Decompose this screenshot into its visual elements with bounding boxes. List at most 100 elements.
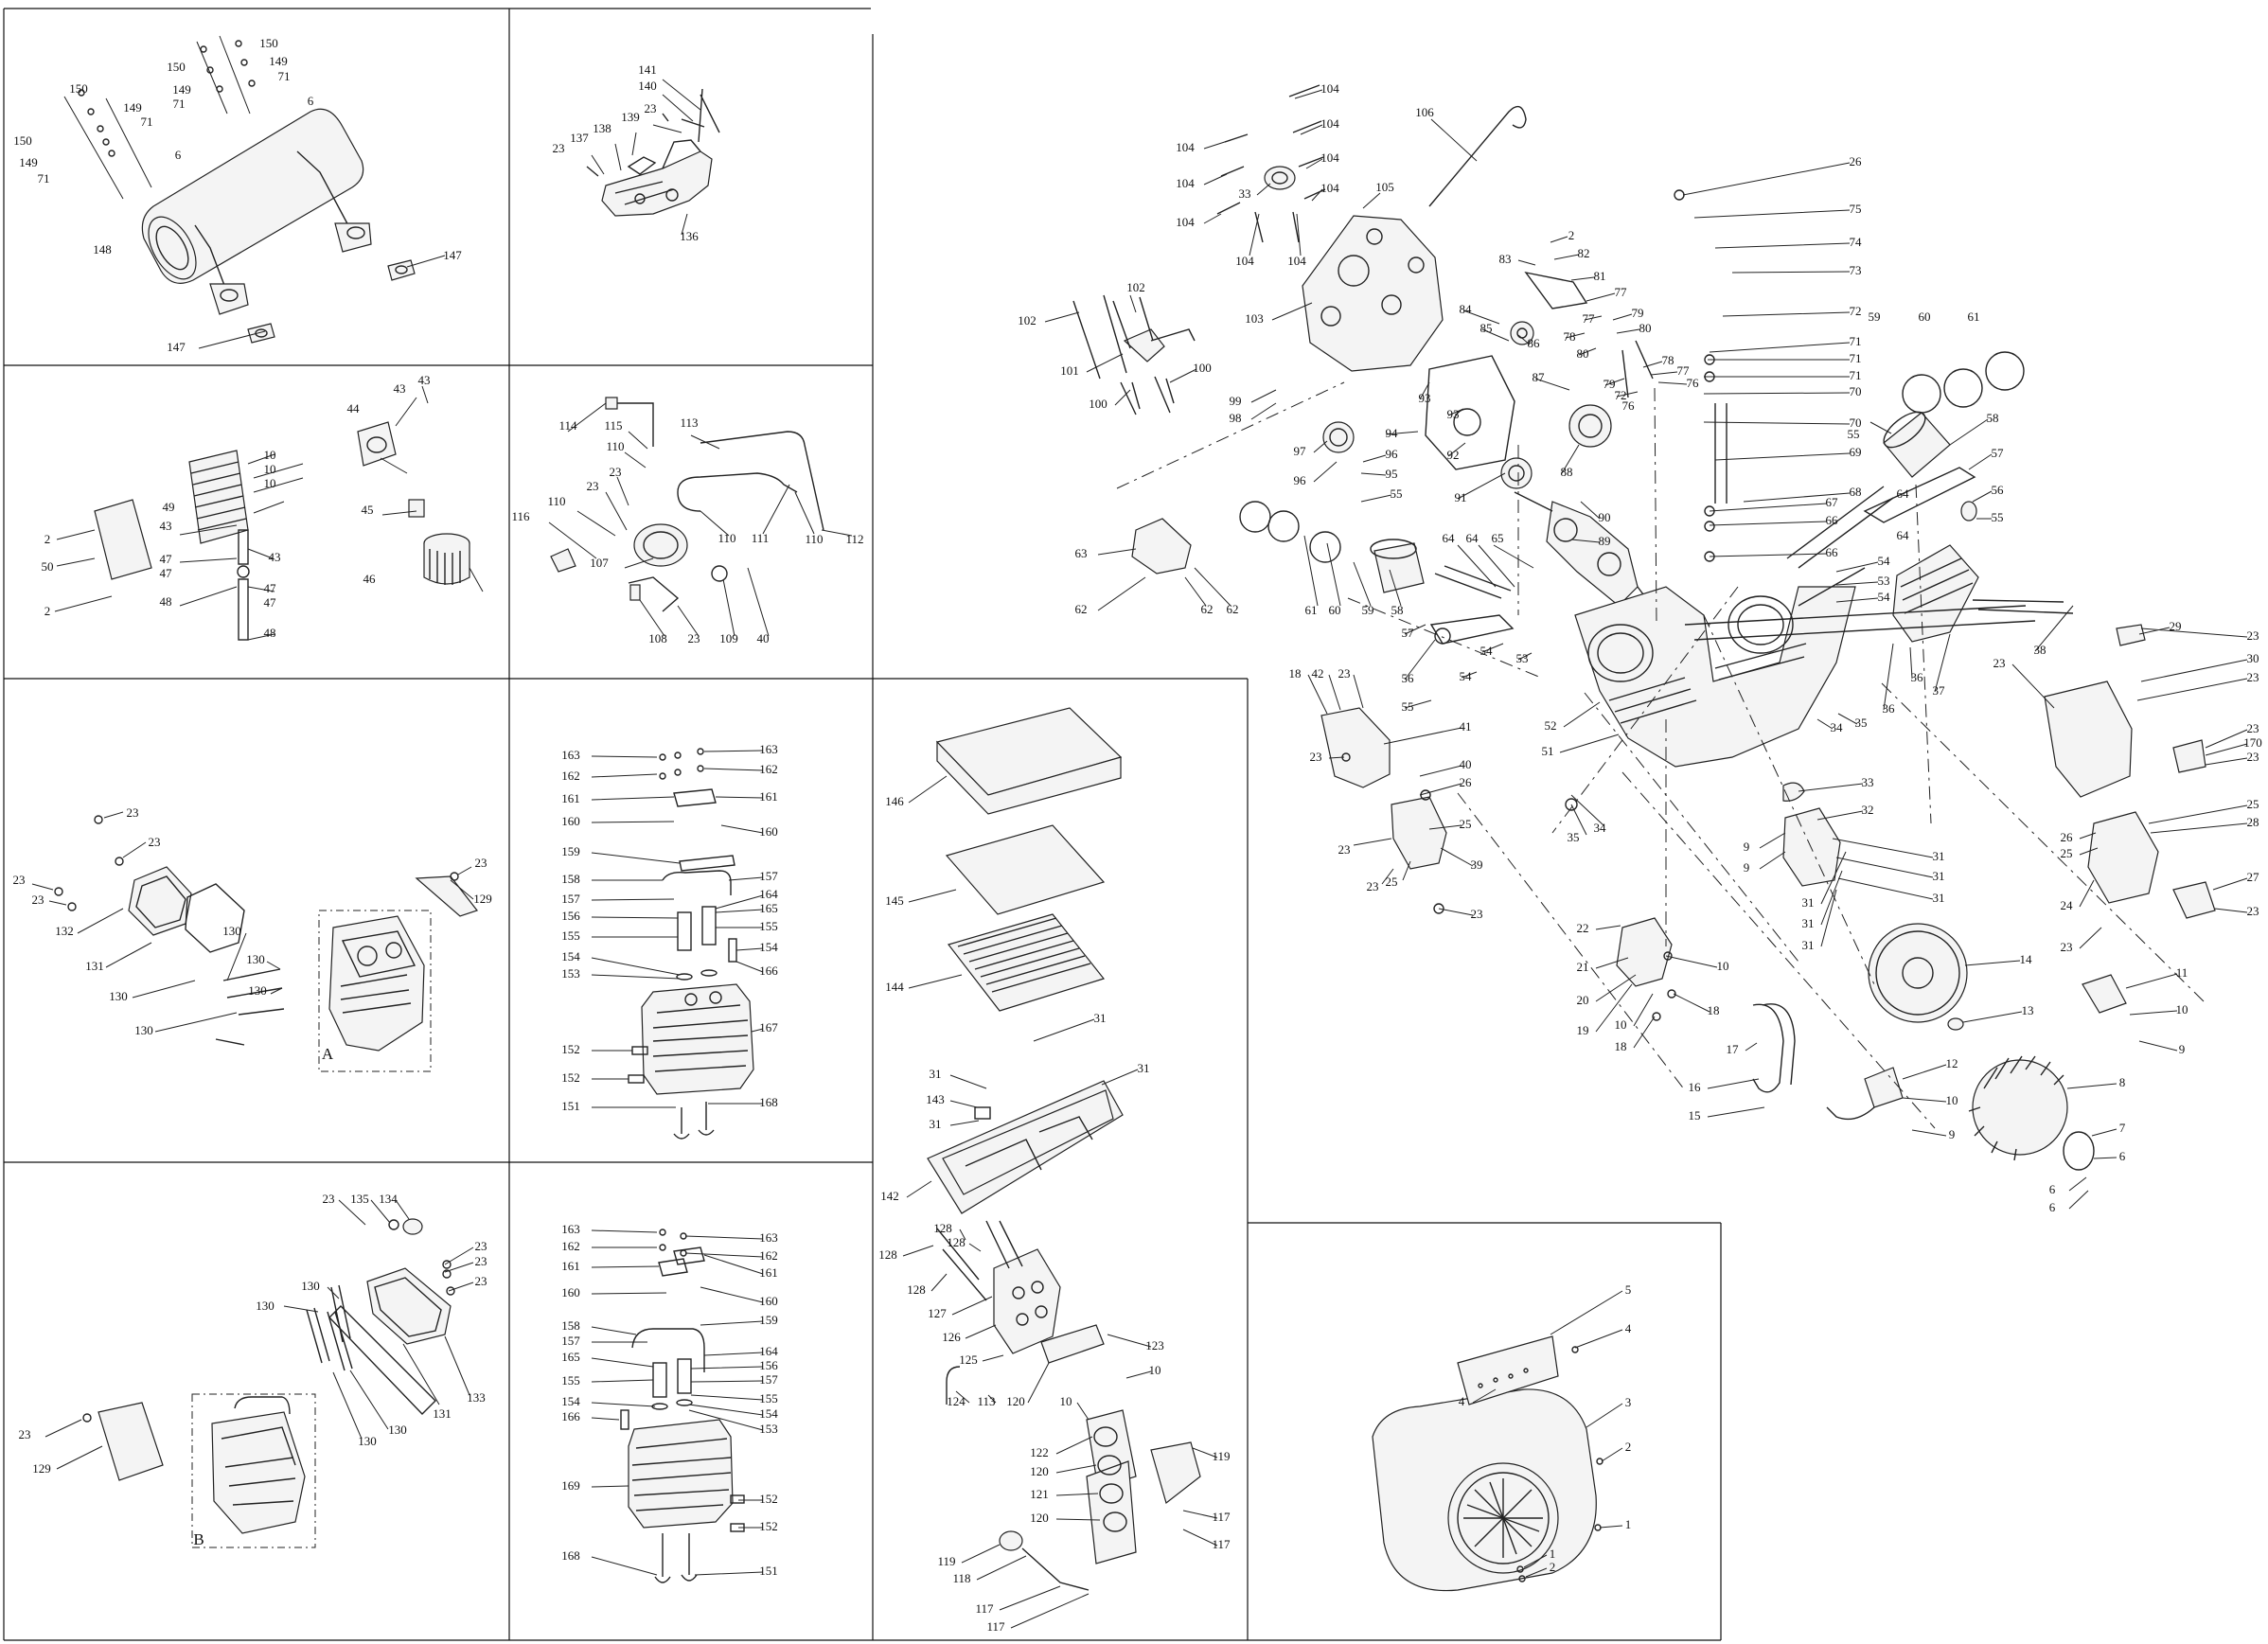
- part-number-label: 10: [1946, 1093, 1958, 1107]
- part-number-label: 149: [172, 82, 191, 97]
- part-number-label: 139: [621, 110, 640, 124]
- part-number-label: 59: [1362, 603, 1374, 617]
- part-number-label: 118: [952, 1571, 970, 1585]
- part-number-label: 31: [1933, 869, 1945, 883]
- part-number-label: 54: [1878, 590, 1891, 604]
- part-number-label: 106: [1415, 105, 1434, 119]
- cylinder-head-a-part-numbers: 1631621611601591581571561551541531521521…: [561, 742, 778, 1113]
- part-number-label: 138: [593, 121, 611, 135]
- part-number-label: 18: [1615, 1039, 1627, 1053]
- part-number-label: 112: [845, 532, 863, 546]
- part-number-label: 10: [1060, 1394, 1072, 1408]
- part-number-label: 23: [1471, 907, 1483, 921]
- part-number-label: 19: [1577, 1023, 1589, 1037]
- part-number-label: 164: [759, 887, 778, 901]
- part-number-label: 72: [1615, 388, 1627, 402]
- part-number-label: 71: [1850, 368, 1862, 382]
- part-number-label: 130: [246, 952, 265, 966]
- part-number-label: 71: [278, 69, 291, 83]
- part-number-label: 6: [175, 148, 182, 162]
- part-number-label: 4: [1459, 1394, 1465, 1408]
- part-number-label: 154: [561, 949, 580, 963]
- part-number-label: 31: [1933, 849, 1945, 863]
- cylinder-head-b-part-numbers: 1631621611601581571651551541661691681631…: [561, 1222, 778, 1578]
- part-number-label: 163: [759, 742, 778, 756]
- part-number-label: 129: [32, 1461, 51, 1476]
- part-number-label: 96: [1294, 473, 1307, 487]
- part-number-label: 142: [880, 1189, 899, 1203]
- part-number-label: 150: [69, 81, 88, 96]
- part-number-label: 157: [561, 892, 580, 906]
- part-number-label: 23: [645, 101, 657, 115]
- part-number-label: 130: [256, 1299, 275, 1313]
- part-number-label: 23: [1367, 879, 1379, 893]
- part-number-label: 22: [1577, 921, 1589, 935]
- part-number-label: 11: [2176, 965, 2188, 980]
- part-number-label: 36: [1911, 670, 1924, 684]
- part-number-label: 54: [1460, 669, 1473, 683]
- part-number-label: 77: [1677, 363, 1691, 378]
- part-number-label: 61: [1968, 309, 1980, 324]
- part-number-label: 73: [1850, 263, 1862, 277]
- part-number-label: 156: [561, 909, 580, 923]
- part-number-label: 23: [587, 479, 599, 493]
- part-number-label: 25: [1386, 875, 1398, 889]
- part-number-label: 160: [561, 1285, 580, 1299]
- part-number-label: A: [322, 1045, 334, 1063]
- part-number-label: 9: [1949, 1127, 1956, 1141]
- part-number-label: 115: [604, 418, 622, 433]
- part-number-label: 41: [1460, 719, 1472, 734]
- part-number-label: 147: [167, 340, 186, 354]
- part-number-label: 163: [759, 1230, 778, 1245]
- part-number-label: 164: [759, 1344, 778, 1358]
- part-number-label: 104: [1176, 140, 1195, 154]
- part-number-label: 10: [264, 476, 276, 490]
- part-number-label: 18: [1708, 1003, 1720, 1017]
- part-number-label: 43: [160, 519, 172, 533]
- part-number-label: 167: [759, 1020, 778, 1034]
- cylinder-head-b-drawing: [591, 1229, 764, 1583]
- part-number-label: 104: [1320, 150, 1339, 165]
- part-number-label: 54: [1480, 644, 1494, 658]
- part-number-label: 153: [759, 1422, 778, 1436]
- part-number-label: 151: [759, 1564, 778, 1578]
- part-number-label: 70: [1850, 384, 1862, 398]
- part-number-label: 31: [1802, 895, 1815, 910]
- part-number-label: 110: [805, 532, 823, 546]
- part-number-label: 59: [1869, 309, 1881, 324]
- cylinder-head-a-drawing: [591, 748, 764, 1140]
- part-number-label: 2: [44, 604, 51, 618]
- part-number-label: 104: [1235, 254, 1254, 268]
- part-number-label: 136: [680, 229, 699, 243]
- part-number-label: 141: [638, 62, 657, 77]
- part-number-label: 159: [561, 844, 580, 858]
- part-number-label: 150: [13, 133, 32, 148]
- part-number-label: 42: [1312, 666, 1324, 681]
- part-number-label: 131: [85, 959, 104, 973]
- part-number-label: 117: [986, 1619, 1005, 1634]
- part-number-label: 30: [2247, 651, 2259, 665]
- part-number-label: 10: [1615, 1017, 1627, 1032]
- part-number-label: 152: [759, 1492, 778, 1506]
- part-number-label: 130: [358, 1434, 377, 1448]
- part-number-label: 149: [269, 54, 288, 68]
- part-number-label: 130: [301, 1279, 320, 1293]
- part-number-label: 150: [167, 60, 186, 74]
- part-number-label: 53: [1878, 574, 1890, 588]
- part-number-label: 117: [975, 1601, 994, 1616]
- part-number-label: 23: [2247, 628, 2259, 643]
- part-number-label: 23: [323, 1192, 335, 1206]
- part-number-label: 43: [418, 373, 431, 387]
- part-number-label: 23: [149, 835, 161, 849]
- part-number-label: 104: [1320, 81, 1339, 96]
- part-number-label: 43: [269, 550, 281, 564]
- part-number-label: 128: [907, 1282, 926, 1297]
- part-number-label: 45: [362, 503, 374, 517]
- part-number-label: 119: [937, 1554, 955, 1568]
- part-number-label: 23: [1993, 656, 2006, 670]
- part-number-label: 48: [160, 594, 172, 609]
